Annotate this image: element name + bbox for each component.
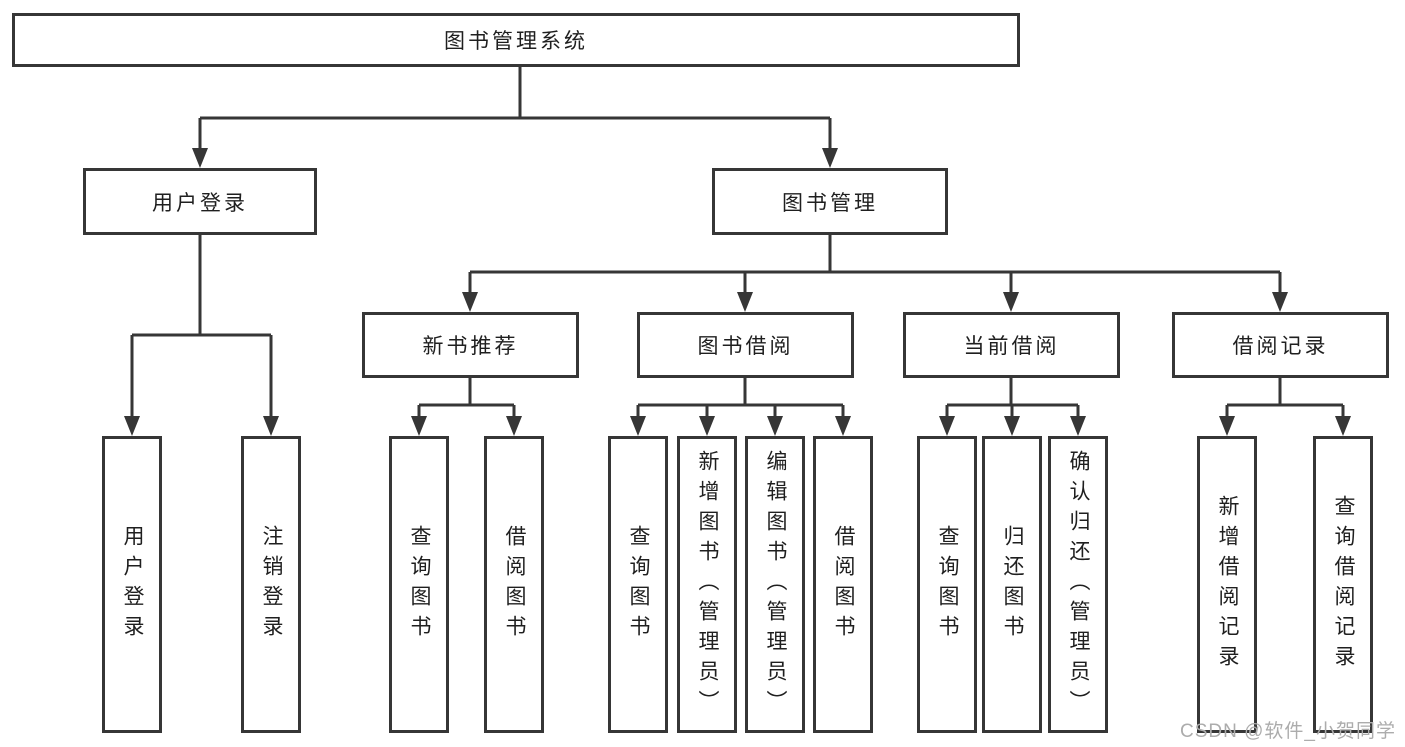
leaf-label: 查询图书 [936, 524, 959, 645]
leaf-label: 借阅图书 [503, 524, 526, 645]
leaf-logout: 注销登录 [241, 436, 301, 733]
leaf-label: 用户登录 [121, 524, 144, 645]
node-borrow-records: 借阅记录 [1172, 312, 1389, 378]
node-label: 图书借阅 [697, 335, 794, 358]
node-label: 图书管理系统 [444, 30, 588, 53]
node-label: 图书管理 [782, 191, 878, 215]
leaf-add-books-admin: 新增图书（管理员） [677, 436, 737, 733]
leaf-label: 注销登录 [260, 524, 283, 645]
node-user-login: 用户登录 [83, 168, 317, 235]
node-label: 当前借阅 [963, 335, 1060, 358]
leaf-query-books-borrow: 查询图书 [608, 436, 668, 733]
leaf-label: 编辑图书（管理员） [764, 449, 787, 720]
node-book-management: 图书管理 [712, 168, 948, 235]
node-library-system: 图书管理系统 [12, 13, 1020, 67]
leaf-label: 新增图书（管理员） [696, 449, 719, 720]
node-current-borrowing: 当前借阅 [903, 312, 1120, 378]
leaf-label: 查询图书 [408, 524, 431, 645]
csdn-watermark: CSDN @软件_小贺同学 [1180, 721, 1396, 742]
node-new-book-recommend: 新书推荐 [362, 312, 579, 378]
leaf-label: 确认归还（管理员） [1067, 449, 1090, 720]
leaf-query-books-recommend: 查询图书 [389, 436, 449, 733]
leaf-label: 归还图书 [1001, 524, 1024, 645]
node-label: 用户登录 [152, 191, 248, 215]
leaf-label: 新增借阅记录 [1216, 494, 1239, 675]
leaf-user-login: 用户登录 [102, 436, 162, 733]
leaf-edit-books-admin: 编辑图书（管理员） [745, 436, 805, 733]
node-label: 借阅记录 [1232, 335, 1329, 358]
node-book-borrowing: 图书借阅 [637, 312, 854, 378]
leaf-confirm-return-admin: 确认归还（管理员） [1048, 436, 1108, 733]
node-label: 新书推荐 [422, 335, 519, 358]
leaf-query-borrow-record: 查询借阅记录 [1313, 436, 1373, 733]
leaf-add-borrow-record: 新增借阅记录 [1197, 436, 1257, 733]
leaf-borrow-books-recommend: 借阅图书 [484, 436, 544, 733]
leaf-label: 查询图书 [627, 524, 650, 645]
leaf-label: 借阅图书 [832, 524, 855, 645]
leaf-return-books: 归还图书 [982, 436, 1042, 733]
leaf-query-books-current: 查询图书 [917, 436, 977, 733]
leaf-borrow-books: 借阅图书 [813, 436, 873, 733]
leaf-label: 查询借阅记录 [1332, 494, 1355, 675]
